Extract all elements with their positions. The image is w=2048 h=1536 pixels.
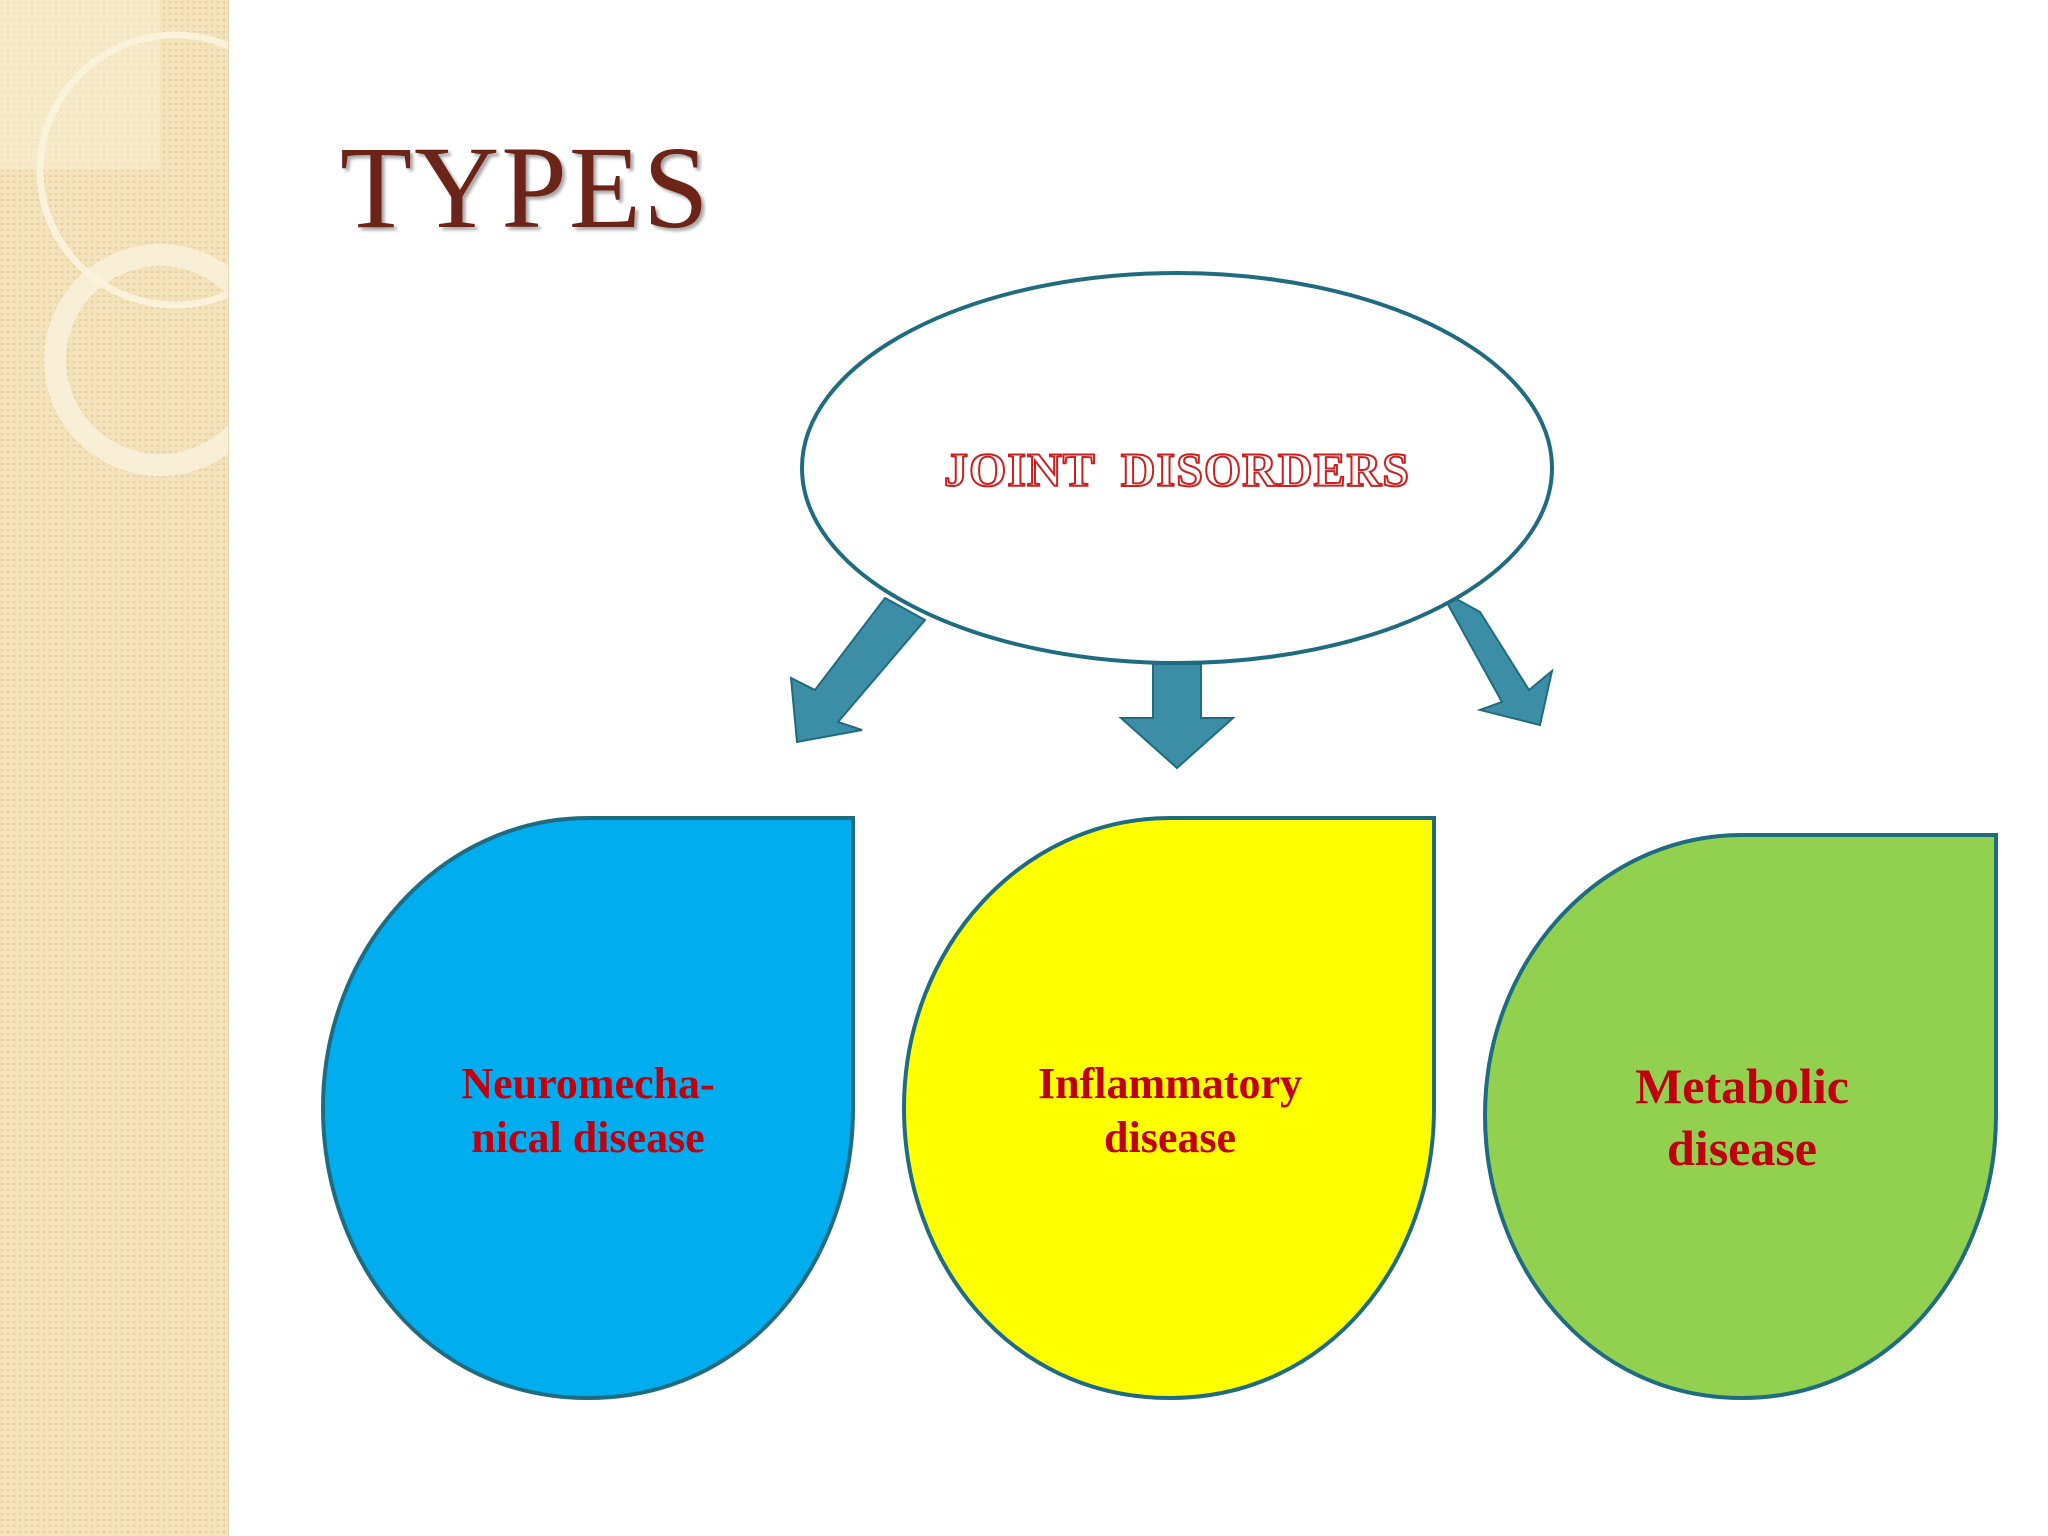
ring-small bbox=[44, 244, 228, 476]
node-neuromechanical-label-line1: Neuromecha- bbox=[461, 1059, 714, 1108]
arrow-left bbox=[789, 596, 927, 744]
page-title: TYPES bbox=[340, 122, 711, 253]
node-neuromechanical-shape bbox=[320, 816, 855, 1401]
root-label: JOINT DISORDERS bbox=[944, 444, 1410, 497]
node-inflammatory-shape bbox=[901, 816, 1436, 1401]
root-ellipse bbox=[800, 271, 1554, 665]
arrow-right bbox=[1437, 587, 1554, 727]
node-metabolic-shape bbox=[1482, 833, 1998, 1401]
node-neuromechanical-label-line2: nical disease bbox=[471, 1113, 704, 1162]
decorative-rings bbox=[0, 0, 228, 476]
node-metabolic-label-line1: Metabolic bbox=[1635, 1058, 1849, 1114]
node-inflammatory-label-line1: Inflammatory bbox=[1038, 1059, 1302, 1108]
decorative-side-band bbox=[0, 0, 229, 1536]
node-metabolic-label-line2: disease bbox=[1667, 1120, 1817, 1176]
corner-highlight bbox=[0, 0, 160, 170]
arrow-center bbox=[1118, 663, 1236, 770]
node-inflammatory-label-line2: disease bbox=[1104, 1113, 1236, 1162]
